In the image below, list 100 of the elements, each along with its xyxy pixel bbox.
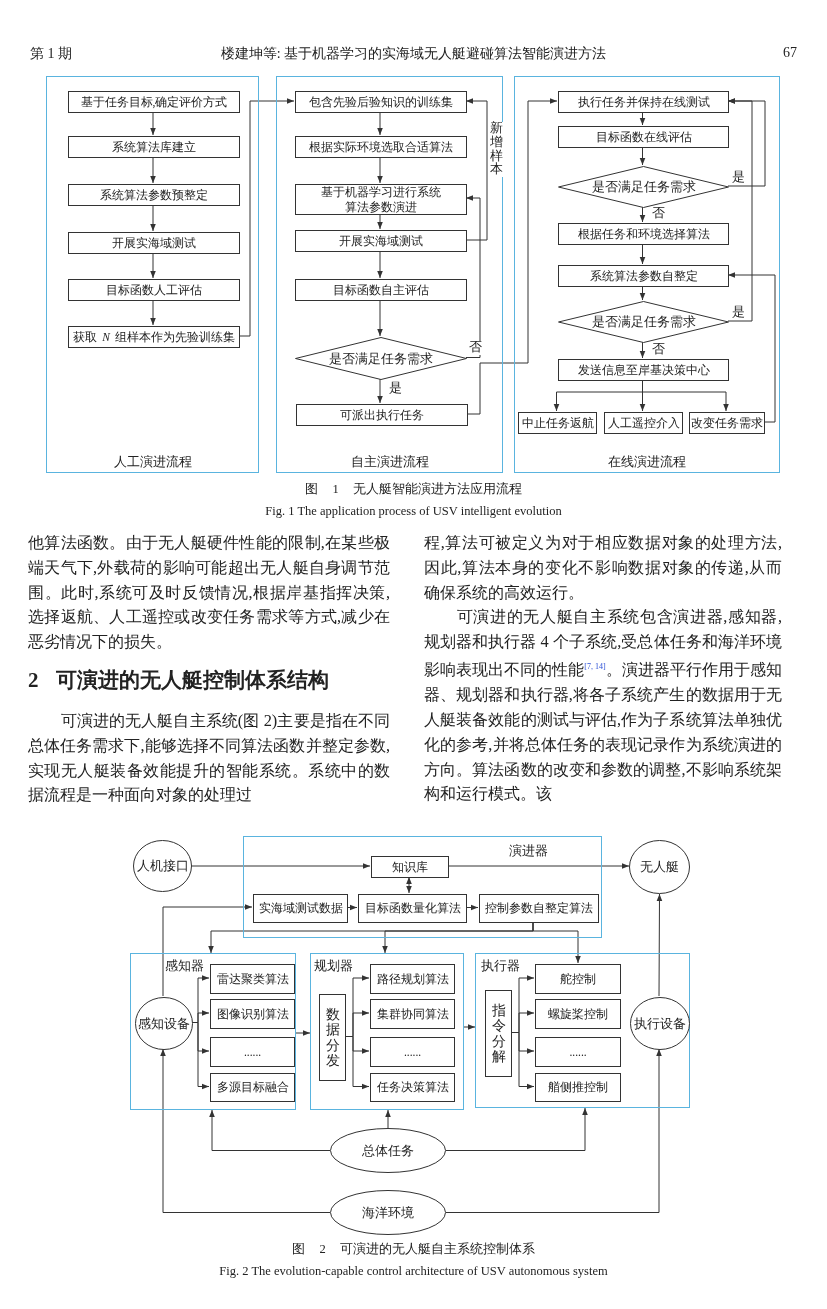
panel (310, 953, 464, 1110)
arrow (463, 1024, 476, 1030)
arrow (447, 863, 630, 869)
panel-title: 规划器 (314, 957, 353, 975)
process-box: 控制参数自整定算法 (479, 894, 599, 923)
arrow (377, 111, 383, 136)
process-box: 知识库 (371, 856, 449, 878)
arrow (466, 98, 558, 415)
node-label: 人机接口 (135, 857, 190, 875)
process-box: 改变任务需求 (689, 412, 765, 434)
arrow (639, 206, 646, 223)
process-box: 系统算法参数预整定 (68, 184, 240, 206)
process-box: 中止任务返航 (518, 412, 597, 434)
arrow (465, 98, 488, 241)
arrow (406, 876, 412, 894)
process-box: 发送信息至岸基决策中心 (558, 359, 729, 381)
panel (243, 836, 602, 938)
arrow (209, 1109, 331, 1151)
arrow (295, 1030, 311, 1036)
arrow (445, 1048, 662, 1213)
node-label: 是否满足任务需求 (328, 350, 434, 367)
arrow (346, 904, 358, 911)
panel-title: 人工演进流程 (112, 453, 193, 471)
page-number: 67 (782, 45, 797, 61)
arrow (238, 98, 295, 337)
process-box: 根据实际环境选取合适算法 (295, 136, 467, 158)
arrow (465, 195, 481, 358)
arrow (385, 1109, 391, 1129)
arrow (639, 285, 646, 301)
arrow (150, 299, 156, 326)
arrow (727, 98, 766, 187)
arrow (191, 863, 371, 869)
arrow (150, 111, 156, 136)
process-box: 图像识别算法 (210, 999, 295, 1029)
process-box: 包含先验后验知识的训练集 (295, 91, 467, 113)
node-label: 海洋环境 (361, 1204, 415, 1221)
arrow (377, 156, 383, 184)
process-box: 目标函数人工评估 (68, 279, 240, 301)
process-box: 集群协同算法 (370, 999, 455, 1029)
edge-label: 是 (731, 306, 746, 320)
panel (514, 76, 780, 473)
process-box: ...... (370, 1037, 455, 1067)
panel (130, 953, 296, 1110)
edge-label: 新增样本 (490, 122, 503, 177)
arrow (727, 272, 776, 423)
arrow (639, 243, 646, 265)
process-box: 系统算法库建立 (68, 136, 240, 158)
process-box: 开展实海域测试 (68, 232, 240, 254)
page-header: 楼建坤等: 基于机器学习的实海域无人艇避碰算法智能演进方法 (219, 45, 608, 63)
paragraph: 程,算法可被定义为对于相应数据对象的处理方法,因此,算法本身的变化不影响数据对象的传递,从而确保系统的高效运行。 (424, 532, 782, 604)
panel (475, 953, 690, 1108)
arrow (656, 893, 663, 997)
node-label: 无人艇 (639, 858, 680, 876)
arrow (445, 1107, 588, 1151)
arrow (532, 921, 581, 964)
edge-label: 否 (468, 341, 483, 355)
process-box: 基于任务目标,确定评价方式 (68, 91, 240, 113)
figure-caption: 图 2 可演进的无人艇自主系统控制体系 (291, 1241, 536, 1258)
process-box: 基于机器学习进行系统算法参数演进 (295, 184, 467, 215)
process-box: 任务决策算法 (370, 1073, 455, 1102)
vertical-label: 指令分解 (491, 1002, 506, 1065)
edge-label: 是 (388, 382, 403, 396)
arrow (150, 204, 156, 232)
paragraph: 可演进的无人艇自主系统(图 2)主要是指在不同总体任务需求下,能够选择不同算法函数并整定参数,实现无人艇装备效能提升的智能系统。系统中的数据流程是一种面向对象的处理过 (28, 710, 390, 807)
process-box: 实海域测试数据 (253, 894, 348, 923)
process-box (485, 990, 512, 1077)
panel-title: 自主演进流程 (349, 453, 430, 471)
edge-label: 是 (731, 171, 746, 185)
figure-caption: Fig. 1 The application process of USV intelligent evolution (264, 504, 563, 519)
figure-caption: 图 1 无人艇智能演进方法应用流程 (304, 481, 523, 498)
arrow (160, 1048, 331, 1213)
node-label: 是否满足任务需求 (590, 313, 697, 331)
process-box: ...... (535, 1037, 621, 1067)
node-label: 是否满足任务需求 (590, 178, 697, 196)
arrow (465, 904, 479, 911)
process-box: 螺旋桨控制 (535, 999, 621, 1029)
process-box: 舵控制 (535, 964, 621, 994)
process-box: 目标函数量化算法 (358, 894, 467, 923)
process-box: 获取 N 组样本作为先验训练集 (68, 326, 240, 348)
process-box: 多源目标融合 (210, 1073, 295, 1102)
process-box: 路径规划算法 (370, 964, 455, 994)
process-box: 目标函数在线评估 (558, 126, 729, 148)
arrow (377, 378, 383, 404)
arrow (639, 146, 646, 166)
process-box (319, 994, 346, 1081)
edge-label: 否 (651, 343, 666, 357)
process-box: 人工遥控介入 (604, 412, 683, 434)
panel-title: 在线演进流程 (607, 453, 687, 471)
arrow (162, 904, 253, 997)
panel-title: 演进器 (509, 842, 548, 860)
arrow (377, 213, 383, 230)
node-label: 感知设备 (137, 1015, 191, 1032)
arrow (150, 252, 156, 279)
process-box: 开展实海域测试 (295, 230, 467, 252)
arrow (639, 111, 646, 126)
paragraph: 他算法函数。由于无人艇硬件性能的限制,在某些极端天气下,外载荷的影响可能超出无人艇自身调节范围。此时,系统可及时反馈情况,根据岸基指挥决策,选择返航、人工遥控或改变任务需求等方式,减少在恶劣情况下的损失。 (28, 532, 390, 654)
arrow (639, 341, 646, 359)
process-box: ...... (210, 1037, 295, 1067)
node-label: 执行设备 (633, 1015, 687, 1032)
figure-caption: Fig. 2 The evolution-capable control architecture of USV autonomous system (218, 1264, 609, 1279)
